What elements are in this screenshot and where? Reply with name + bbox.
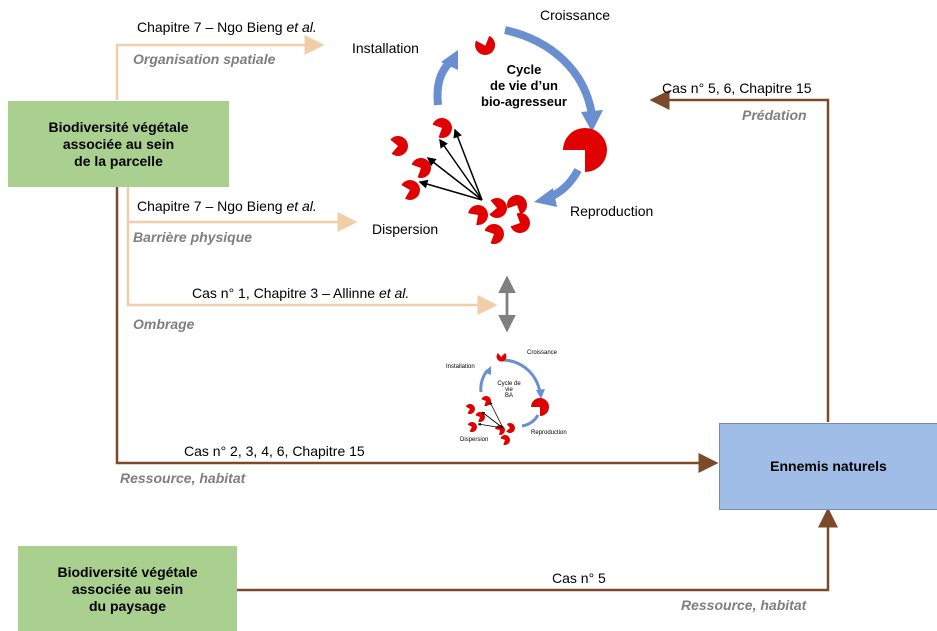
pathogen-icon bbox=[401, 180, 420, 201]
cycle-arrow-installation bbox=[433, 59, 453, 106]
stage-reproduction: Reproduction bbox=[570, 203, 654, 219]
spatial-ref: Chapitre 7 – Ngo Bieng et al. bbox=[137, 19, 317, 35]
stage-installation: Installation bbox=[352, 40, 419, 56]
small-stage-installation: Installation bbox=[446, 364, 475, 370]
spatial-organisation-arrow bbox=[115, 35, 325, 100]
stage-dispersion: Dispersion bbox=[372, 221, 439, 237]
pathogen-icon bbox=[489, 198, 507, 218]
predation-ref: Cas n° 5, 6, Chapitre 15 bbox=[662, 80, 812, 96]
spatial-mechanism: Organisation spatiale bbox=[133, 51, 276, 67]
cycle-arrow-growth bbox=[504, 26, 596, 116]
pathogen-icon bbox=[475, 35, 496, 55]
shade-ref: Cas n° 1, Chapitre 3 – Allinne et al. bbox=[192, 285, 410, 301]
pathogen-icon bbox=[507, 195, 527, 215]
life-cycle-title: Cycle de vie d’un bio-agresseur bbox=[481, 62, 567, 109]
resource-habitat-landscape-arrow bbox=[237, 507, 838, 592]
natural-enemies-box: Ennemis naturels bbox=[719, 423, 937, 510]
barrier-mechanism: Barrière physique bbox=[133, 229, 253, 245]
small-stage-growth: Croissance bbox=[527, 350, 558, 356]
pathogen-icon bbox=[432, 118, 452, 138]
pathogen-icon bbox=[484, 224, 504, 244]
resource-landscape-mechanism: Ressource, habitat bbox=[681, 597, 807, 613]
shade-arrow bbox=[126, 222, 498, 315]
small-cycle-title: Cycle de vie BA bbox=[497, 381, 521, 399]
landscape-biodiversity-box: Biodiversité végétale associée au sein d… bbox=[18, 546, 237, 631]
life-cycle-small bbox=[465, 353, 549, 445]
pathogen-icon-large bbox=[563, 128, 607, 172]
small-stage-dispersion: Dispersion bbox=[460, 437, 489, 443]
resource-plot-mechanism: Ressource, habitat bbox=[120, 470, 246, 486]
resource-plot-ref: Cas n° 2, 3, 4, 6, Chapitre 15 bbox=[184, 443, 365, 459]
predation-mechanism: Prédation bbox=[742, 107, 807, 123]
predation-arrow bbox=[649, 90, 830, 422]
barrier-ref: Chapitre 7 – Ngo Bieng et al. bbox=[137, 198, 317, 214]
resource-habitat-plot-arrow bbox=[115, 187, 719, 473]
pathogen-icon bbox=[411, 158, 431, 178]
life-cycle-large bbox=[390, 26, 607, 244]
plot-biodiversity-box: Biodiversité végétale associée au sein d… bbox=[8, 101, 229, 187]
pathogen-icon bbox=[510, 213, 530, 233]
pathogen-icon-small bbox=[496, 353, 507, 362]
pathogen-icon-small-large bbox=[531, 398, 549, 416]
dispersion-arrows bbox=[418, 128, 483, 201]
pathogen-icon bbox=[468, 205, 488, 225]
pathogen-icon bbox=[390, 136, 408, 156]
small-stage-reproduction: Reproduction bbox=[531, 430, 567, 436]
shade-mechanism: Ombrage bbox=[133, 316, 195, 332]
resource-landscape-ref: Cas n° 5 bbox=[552, 570, 606, 586]
stage-growth: Croissance bbox=[540, 7, 611, 23]
